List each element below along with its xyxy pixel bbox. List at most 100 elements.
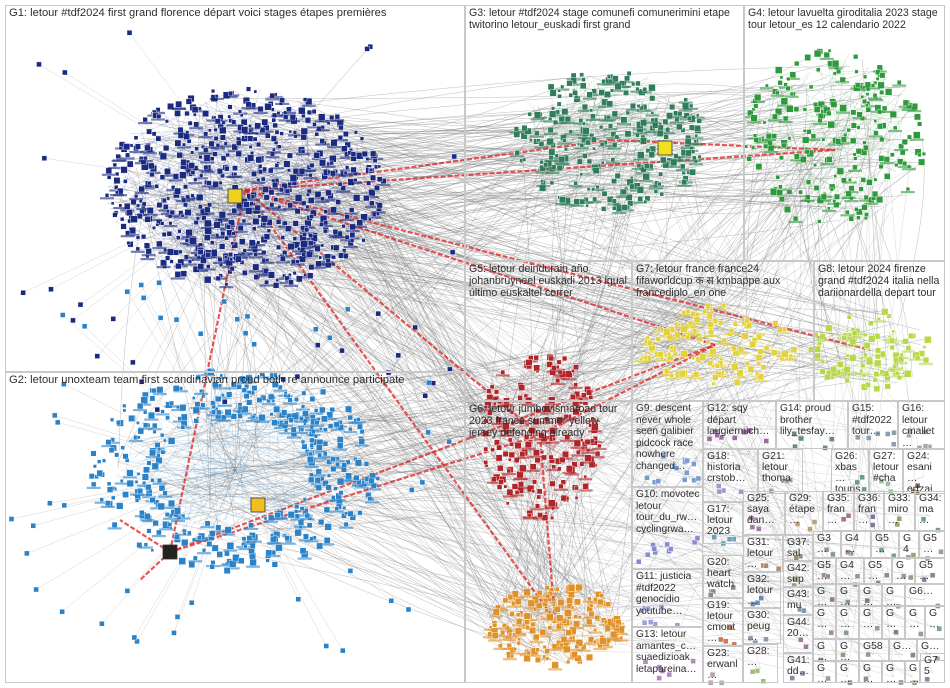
- group-panel-g13[interactable]: G13: letour amantes_c… suaedizioak letap…: [632, 627, 703, 683]
- group-panel-g7[interactable]: G7: letour france france24 fifaworldcup …: [632, 261, 814, 401]
- group-panel-g45[interactable]: G5…: [871, 531, 899, 558]
- group-panel-g8[interactable]: G8: letour 2024 firenze grand #tdf2024 i…: [814, 261, 945, 401]
- group-panel-g75[interactable]: G75: [920, 653, 945, 683]
- group-panel-g71[interactable]: G…: [836, 661, 859, 683]
- group-label: G…: [893, 641, 914, 652]
- group-label: G37: sal…: [787, 537, 810, 561]
- group-label: G…: [817, 608, 833, 630]
- group-panel-g3[interactable]: G3: letour #tdf2024 stage comunefi comun…: [465, 5, 744, 261]
- group-panel-g9[interactable]: G9: descent never whole seen galibier pi…: [632, 401, 703, 487]
- group-label: G…: [840, 641, 856, 661]
- group-label: G75: [924, 655, 942, 677]
- group-panel-g64[interactable]: G…: [905, 606, 925, 639]
- group-label: G1: letour #tdf2024 first grand florence…: [9, 7, 462, 20]
- group-panel-g60[interactable]: G…: [813, 606, 836, 639]
- group-panel-g47[interactable]: G5…: [919, 531, 945, 558]
- group-label: G…: [840, 663, 856, 683]
- group-panel-g72[interactable]: G…: [859, 661, 882, 683]
- group-label: G14: proud brother lily_tesfay…: [780, 403, 845, 438]
- group-panel-g11[interactable]: G11: justicia #tdf2022 genocidio youtube…: [632, 569, 703, 627]
- group-panel-g31[interactable]: G31: letour…: [743, 535, 783, 572]
- group-panel-g46[interactable]: G4…: [899, 531, 919, 558]
- group-panel-g4[interactable]: G4: letour lavuelta giroditalia 2023 sta…: [744, 5, 945, 261]
- group-label: G27: letour #cha…: [873, 451, 900, 494]
- group-panel-g26[interactable]: G26: xbas… touris…: [831, 449, 869, 494]
- group-panel-g14[interactable]: G14: proud brother lily_tesfay…: [776, 401, 848, 449]
- group-panel-g30[interactable]: G30: peug…: [743, 608, 781, 644]
- group-panel-g43[interactable]: G43: mu…: [783, 587, 813, 615]
- group-label: G15: #tdf2022 tour…: [852, 403, 895, 438]
- group-label: G…: [817, 641, 833, 661]
- group-label: G…: [929, 608, 942, 630]
- group-label: G30: peug…: [747, 610, 778, 643]
- group-panel-g23[interactable]: G23: erwanl…: [703, 646, 743, 683]
- group-label: G8: letour 2024 firenze grand #tdf2024 i…: [818, 263, 942, 299]
- group-label: G20: heart watch…: [707, 557, 740, 598]
- group-label: G31: letour…: [747, 537, 780, 570]
- group-panel-g73[interactable]: G…: [882, 661, 905, 683]
- group-label: G35: fran…: [827, 493, 851, 526]
- group-panel-g74[interactable]: G…: [905, 661, 920, 683]
- group-panel-g21[interactable]: G21: letour thoma…: [758, 449, 803, 494]
- group-label: G13: letour amantes_c… suaedizioak letap…: [636, 629, 700, 675]
- group-panel-g5[interactable]: G5: letour deindurain año johanbruyneel …: [465, 261, 632, 401]
- group-label: G4…: [903, 533, 916, 558]
- group-panel-g10[interactable]: G10: movotec letour tour_du_rw… cyclingr…: [632, 487, 703, 569]
- group-panel-g19[interactable]: G19: letour cmont…: [703, 598, 743, 646]
- group-panel-g15[interactable]: G15: #tdf2022 tour…: [848, 401, 898, 449]
- group-label: G28:…: [747, 646, 775, 668]
- group-panel-g6[interactable]: G6: letour jumbovismaroad tour 2023 fran…: [465, 401, 632, 683]
- group-panel-g65[interactable]: G…: [925, 606, 945, 639]
- group-panel-g67[interactable]: G…: [836, 639, 859, 661]
- group-panel-g27[interactable]: G27: letour #cha…: [869, 449, 903, 494]
- group-panel-g56[interactable]: G…: [859, 584, 882, 606]
- group-panel-g36[interactable]: G36: fran…: [854, 491, 884, 531]
- group-panel-g24[interactable]: G24: esani… ertzai…: [903, 449, 945, 494]
- group-label: G2: letour unoxteam team first scandinav…: [9, 374, 462, 387]
- group-panel-g62[interactable]: G…: [859, 606, 882, 639]
- group-panel-g41[interactable]: G41: dd…: [783, 653, 813, 683]
- group-panel-g55[interactable]: G…: [836, 584, 859, 606]
- group-label: G7: letour france france24 fifaworldcup …: [636, 263, 811, 299]
- group-panel-g44[interactable]: G44: 20…: [783, 615, 813, 653]
- group-label: G25: saya dan…: [747, 493, 782, 526]
- group-panel-g58[interactable]: G58: [859, 639, 889, 661]
- group-panel-g52[interactable]: G…: [892, 558, 915, 584]
- group-panel-g29[interactable]: G29: étape…: [785, 491, 823, 535]
- group-panel-g63[interactable]: G…: [882, 606, 905, 639]
- group-panel-g54[interactable]: G…: [813, 584, 836, 606]
- group-panel-g53[interactable]: G5…: [915, 558, 945, 584]
- group-panel-g20[interactable]: G20: heart watch…: [703, 555, 743, 598]
- group-panel-g68[interactable]: G…: [889, 639, 917, 661]
- group-panel-g42[interactable]: G42: sup…: [783, 561, 813, 587]
- group-panel-g2[interactable]: G2: letour unoxteam team first scandinav…: [5, 372, 465, 683]
- group-panel-g33[interactable]: G33: miro…: [884, 491, 915, 531]
- group-label: G41: dd…: [787, 655, 810, 677]
- group-panel-g38[interactable]: G3…: [813, 531, 841, 558]
- group-panel-g66[interactable]: G…: [813, 639, 836, 661]
- group-panel-g59[interactable]: G6…: [905, 584, 945, 606]
- group-panel-g12[interactable]: G12: sqy départ laugiermich…: [703, 401, 776, 449]
- group-panel-g57[interactable]: G…: [882, 584, 905, 606]
- group-panel-g35[interactable]: G35: fran…: [823, 491, 854, 531]
- group-panel-g25[interactable]: G25: saya dan…: [743, 491, 785, 535]
- group-panel-g70[interactable]: G…: [813, 661, 836, 683]
- group-label: G5…: [875, 533, 896, 555]
- group-panel-g61[interactable]: G…: [836, 606, 859, 639]
- group-panel-g50[interactable]: G5…: [813, 558, 836, 584]
- group-panel-g16[interactable]: G16: letour cmallet…: [898, 401, 945, 449]
- group-label: G6: letour jumbovismaroad tour 2023 fran…: [469, 403, 629, 439]
- group-panel-g32[interactable]: G32: letour…: [743, 572, 781, 608]
- group-label: G4…: [845, 533, 868, 555]
- group-panel-g48[interactable]: G4…: [836, 558, 864, 584]
- group-panel-g17[interactable]: G17: letour 2023…: [703, 502, 743, 544]
- group-label: G…: [840, 608, 856, 630]
- group-label: G…: [840, 586, 856, 606]
- group-panel-g1[interactable]: G1: letour #tdf2024 first grand florence…: [5, 5, 465, 372]
- group-panel-g37[interactable]: G37: sal…: [783, 535, 813, 561]
- group-panel-g40[interactable]: G4…: [841, 531, 871, 558]
- group-panel-g34[interactable]: G34: ma…: [915, 491, 945, 531]
- group-panel-g28[interactable]: G28:…: [743, 644, 778, 683]
- group-panel-g51[interactable]: G5…: [864, 558, 892, 584]
